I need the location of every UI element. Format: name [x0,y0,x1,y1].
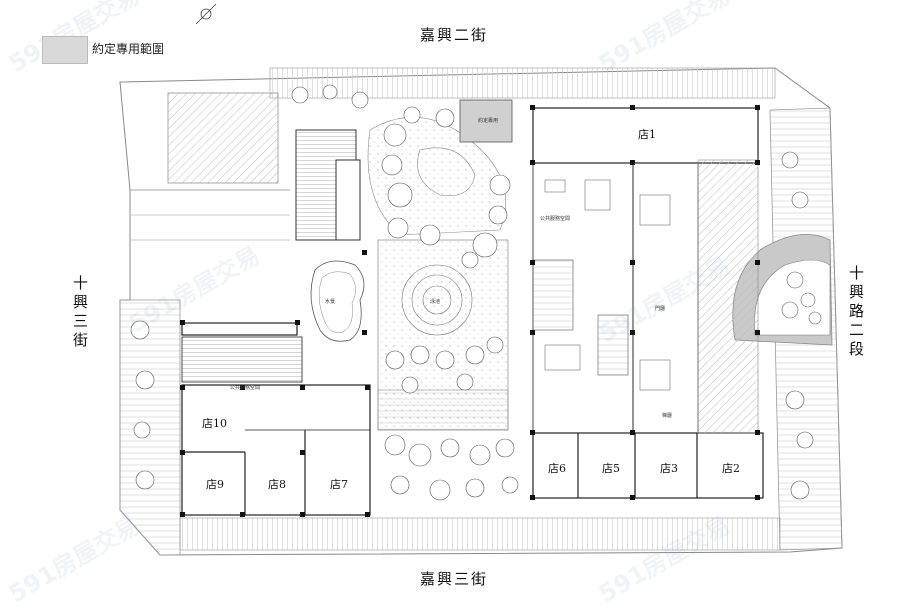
public-space-label: 公共服務空間 [230,385,261,391]
shop-9-label: 店9 [206,478,224,491]
legend-swatch [42,36,88,64]
shop-7-label: 店7 [330,478,348,491]
street-north: 嘉興二街 [420,26,489,44]
shop-3-label: 店3 [660,462,678,475]
street-east: 十興路二段 [847,265,865,360]
pool-label: 泳池 [430,299,441,305]
agreed-zone-north [459,99,513,143]
shop-6-label: 店6 [548,462,566,475]
street-south: 嘉興三街 [420,570,489,588]
water-label: 水景 [325,299,336,305]
shop-8-label: 店8 [268,478,286,491]
public-space-label: 公共服務空間 [540,216,571,222]
shop-10-label: 店10 [202,417,227,430]
shop-5-label: 店5 [602,462,620,475]
pool [310,260,365,342]
lobby-label: 門廳 [655,306,666,312]
north-arrow-icon [195,3,217,25]
shop-1-label: 店1 [638,128,656,141]
street-west: 十興三街 [71,275,89,351]
structural-columns [180,105,760,517]
legend-label: 約定專用範圍 [92,42,165,56]
trees [130,84,814,501]
agreed-zone-label: 約定專用 [478,118,499,124]
stairs-label: 梯廳 [662,413,673,419]
west-building [181,322,371,516]
shop-2-label: 店2 [722,462,740,475]
